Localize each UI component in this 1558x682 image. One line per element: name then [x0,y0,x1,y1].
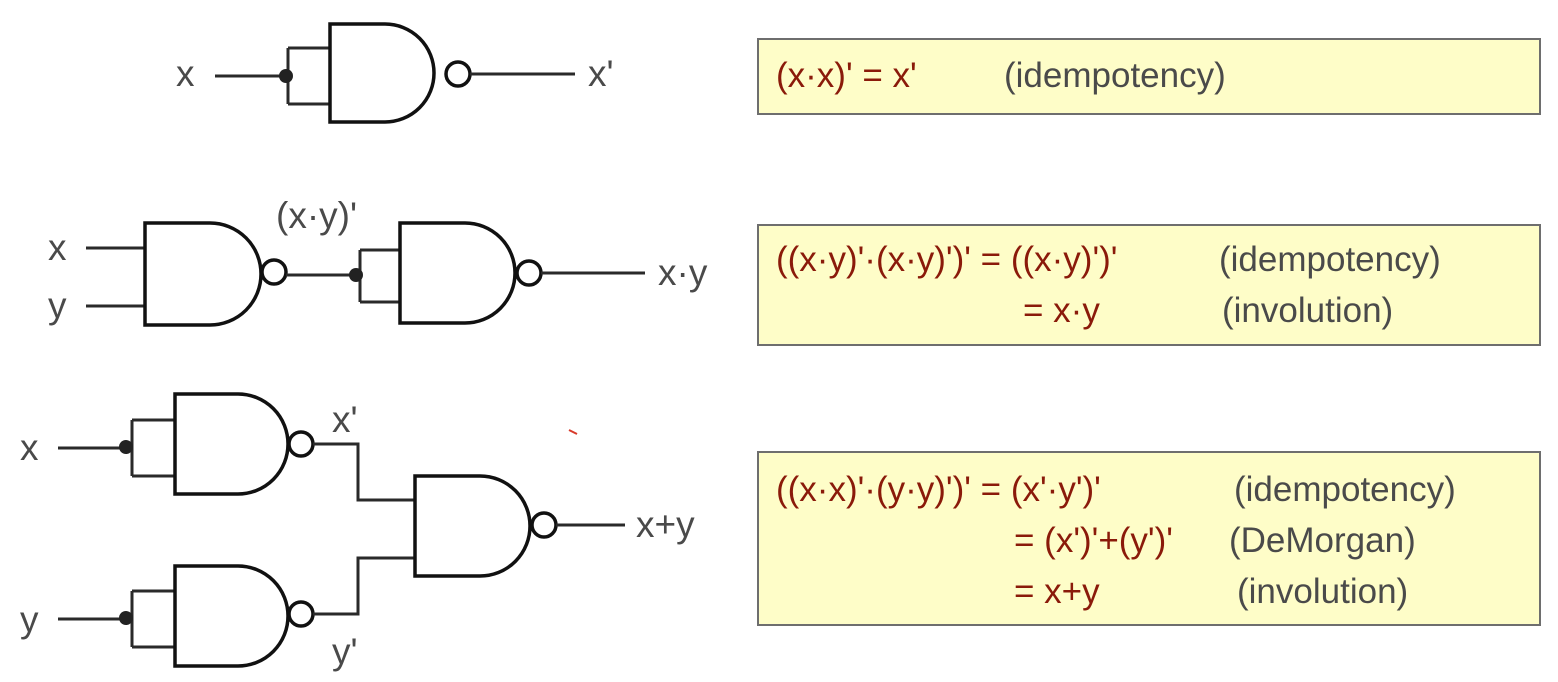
equation-box-and: ((x·y)'·(x·y)')' = ((x·y)')' (idempotenc… [757,224,1541,346]
or-circuit: x y x' y' x+y [20,392,695,672]
equation-expression: = (x')'+(y')' [1014,521,1173,560]
law-name: (idempotency) [1219,240,1441,279]
equation-box-or: ((x·x)'·(y·y)')' = (x'·y')' (idempotency… [757,451,1541,626]
equation-expression: = x+y [1014,572,1100,611]
equation-expression: ((x·y)'·(x·y)')' = ((x·y)')' [776,240,1118,279]
input-y-label: y [20,599,39,640]
nand-gate [413,474,532,578]
junction-dot [119,440,133,454]
law-name: (involution) [1222,291,1394,330]
output-label: x' [588,53,614,94]
pen-mark [568,429,578,435]
nand-gate [328,22,436,124]
wire [313,442,415,502]
intermediate-label: (x·y)' [276,195,357,236]
intermediate-x-label: x' [332,399,358,440]
inversion-bubble [287,600,315,628]
wire [313,556,415,616]
equation-box-idempotency-not: (x·x)' = x' (idempotency) [757,38,1541,115]
input-y-label: y [48,285,67,326]
inversion-bubble [287,430,315,458]
inversion-bubble [515,259,543,287]
law-name: (idempotency) [1234,470,1456,509]
output-label: x·y [658,252,708,293]
nand-gate [173,392,290,496]
law-name: (idempotency) [1004,56,1226,95]
inversion-bubble [260,258,288,286]
pen-annotations [568,336,1101,467]
equation-expression: (x·x)' = x' [776,56,917,95]
input-x-label: x [176,53,195,94]
intermediate-y-label: y' [332,631,358,672]
inversion-bubble [444,60,472,88]
equation-expression: = x·y [1023,291,1100,330]
law-name: (DeMorgan) [1229,521,1416,560]
nand-gate [398,221,517,325]
junction-dot [279,69,293,83]
input-x-label: x [48,227,67,268]
law-name: (involution) [1237,572,1409,611]
not-circuit: x x' [176,22,614,124]
output-label: x+y [636,504,695,545]
nand-gate [143,221,263,327]
input-x-label: x [20,427,39,468]
junction-dot [119,611,133,625]
and-circuit: x y (x·y)' x·y [48,195,708,327]
nand-gate [173,564,290,668]
inversion-bubble [530,511,558,539]
junction-dot [349,268,363,282]
equation-expression: ((x·x)'·(y·y)')' = (x'·y')' [776,470,1101,509]
